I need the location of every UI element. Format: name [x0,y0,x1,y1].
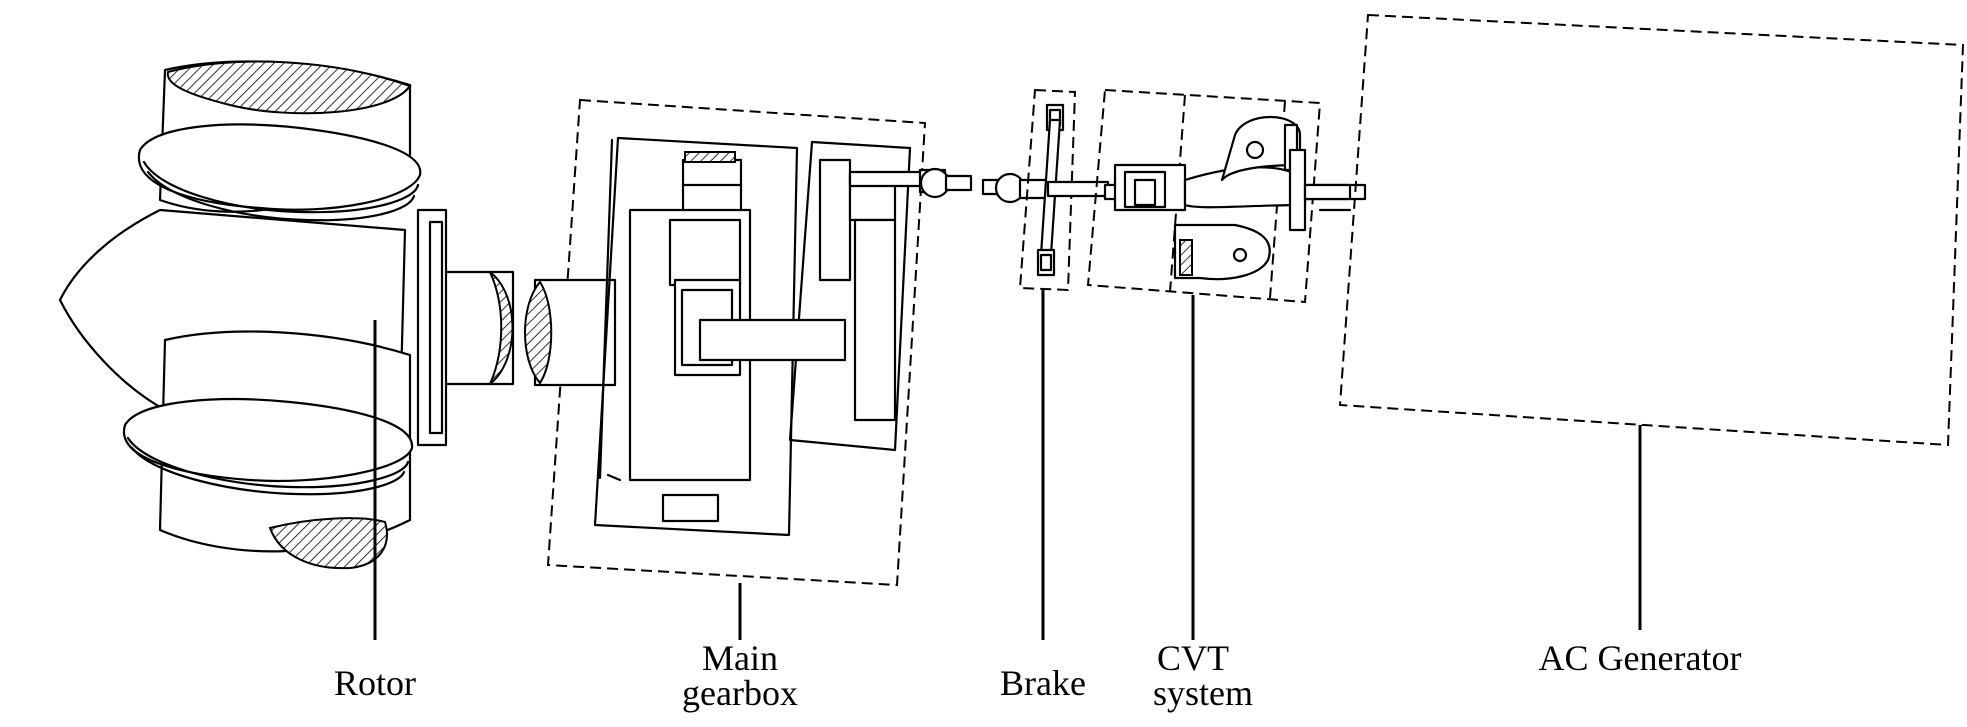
label-rotor: Rotor [334,663,416,703]
brake [1018,88,1110,292]
label-cvt-line2: system [1153,673,1253,713]
shaft-couplings [918,167,1052,204]
label-ac-generator: AC Generator [1539,638,1742,678]
label-brake: Brake [1000,663,1086,703]
rotor [58,60,515,640]
main-gearbox [524,98,937,587]
cvt-system [1086,88,1367,304]
ac-generator [1303,13,1965,447]
label-main-gearbox-line2: gearbox [682,673,798,713]
label-cvt-line1: CVT [1157,638,1229,678]
label-main-gearbox-line1: Main [702,638,778,678]
